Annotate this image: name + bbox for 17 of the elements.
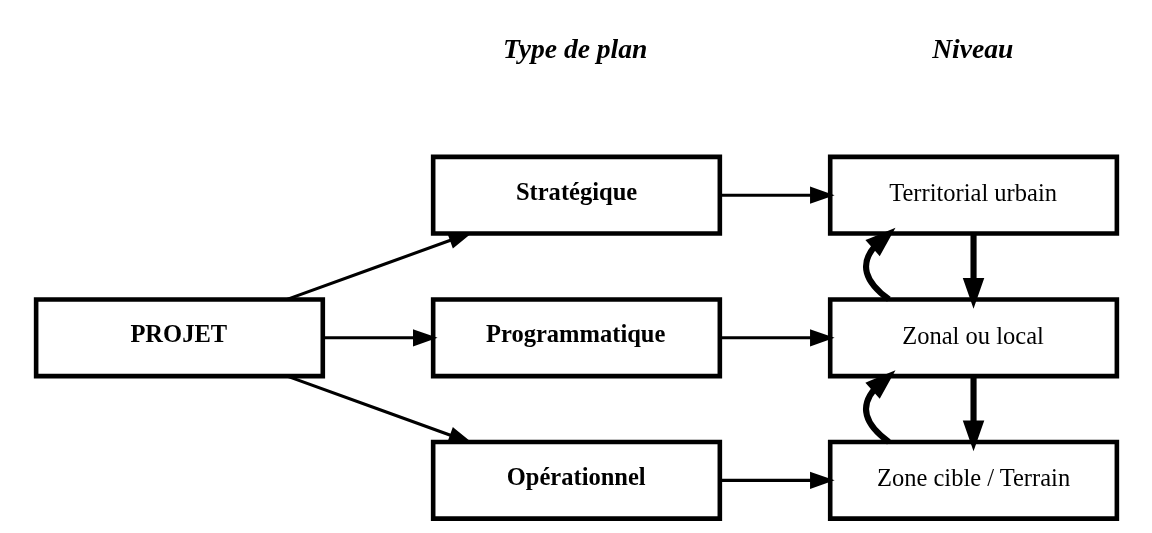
arrow	[719, 186, 835, 204]
node-box: Zone cible / Terrain	[827, 439, 1119, 521]
node-box: Opérationnel	[430, 439, 722, 521]
node-box: Territorial urbain	[827, 154, 1119, 236]
arrow	[719, 329, 835, 347]
label: Type de plan	[502, 32, 647, 64]
arrow	[719, 471, 835, 489]
arrow	[962, 233, 984, 309]
node-box: Programmatique	[430, 297, 722, 379]
arrow	[862, 370, 895, 445]
label: Niveau	[931, 32, 1013, 64]
arrow	[962, 376, 984, 452]
arrow	[862, 227, 895, 302]
arrow	[322, 329, 438, 347]
node-box: PROJET	[33, 297, 325, 379]
node-box: Zonal ou local	[827, 297, 1119, 379]
node-box: Stratégique	[430, 154, 722, 236]
